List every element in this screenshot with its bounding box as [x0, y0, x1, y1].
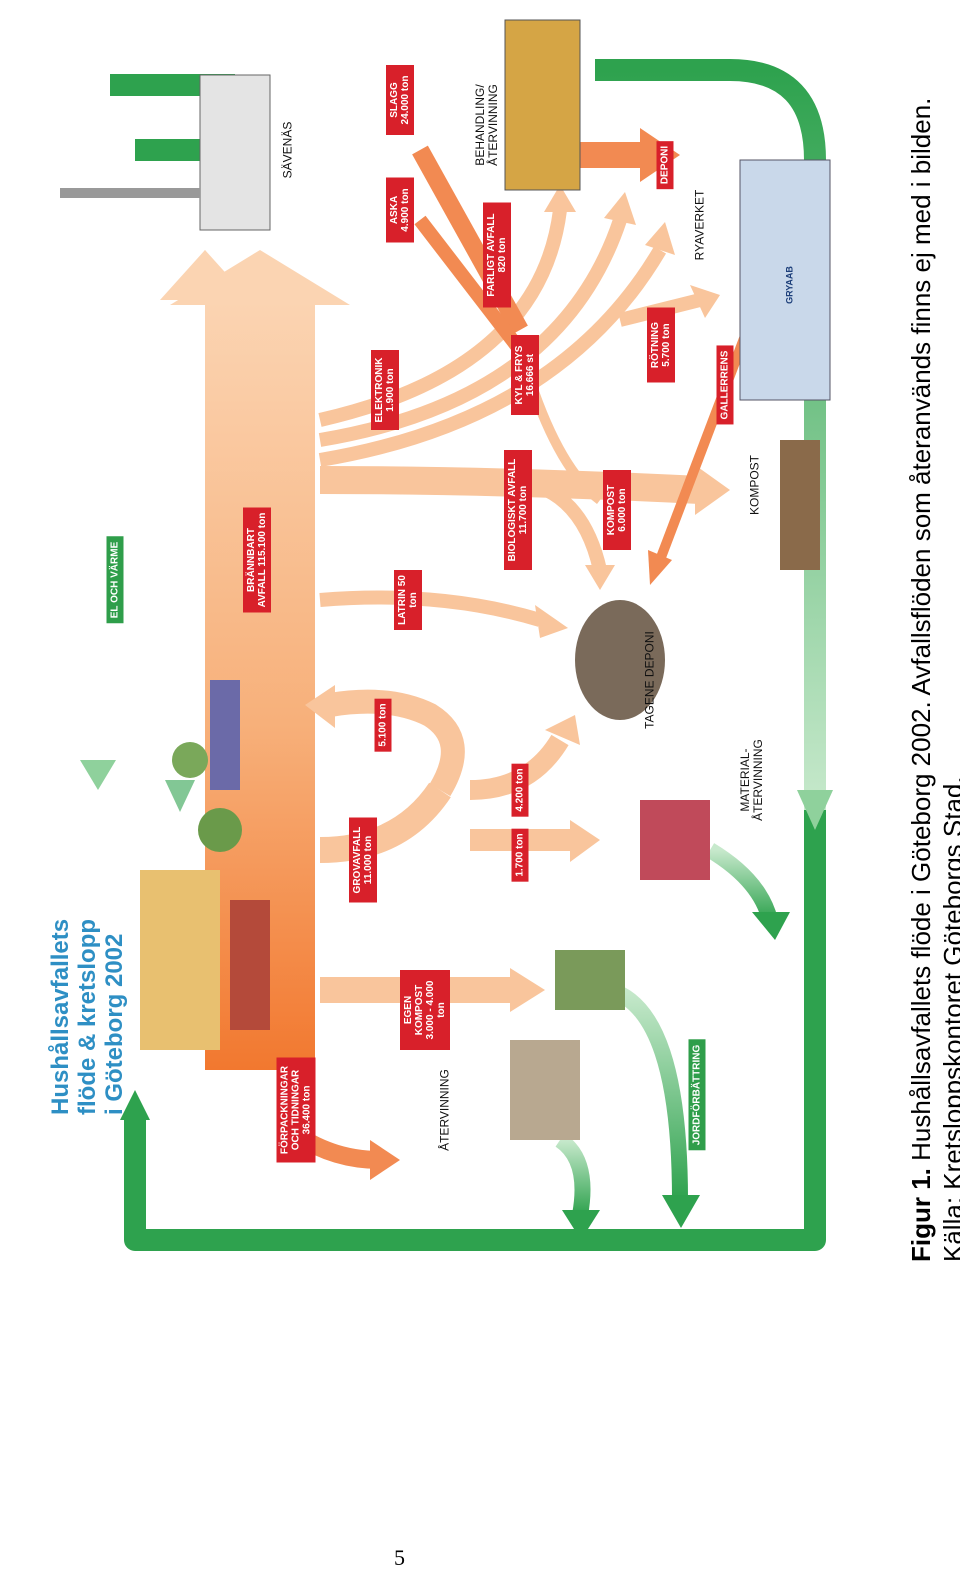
title-line-1: Hushållsavfallets — [47, 918, 74, 1115]
furniture-illustration — [640, 800, 710, 880]
caption-line2: Källa: Kretsloppskontoret Göteborgs Stad… — [938, 776, 960, 1262]
label-rotning: RÖTNING 5.700 ton — [647, 307, 675, 383]
behandling-plant-illustration — [504, 19, 581, 191]
label-biologiskt: BIOLOGISKT AVFALL 11.700 ton — [504, 450, 532, 570]
place-atervinning: ÅTERVINNING — [437, 1069, 452, 1151]
green-arrows — [555, 843, 790, 1240]
label-kompost-ton: KOMPOST 6.000 ton — [603, 470, 631, 550]
place-materialatervinning: MATERIAL- ÅTERVINNING — [738, 739, 765, 821]
place-tagene-deponi: TAGENE DEPONI — [642, 631, 657, 729]
ryaverket-plant-illustration — [739, 159, 831, 401]
kompost-bins-illustration — [780, 440, 820, 570]
label-egen-kompost: EGEN KOMPOST 3.000 - 4.000 ton — [400, 970, 450, 1050]
caption-figur: Figur 1. — [906, 1168, 936, 1262]
label-forpackningar: FÖRPACKNINGAR OCH TIDNINGAR 36.400 ton — [276, 1057, 316, 1163]
page-number: 5 — [394, 1545, 405, 1570]
label-grov-5100: 5.100 ton — [374, 698, 392, 752]
label-farligt: FARLIGT AVFALL 820 ton — [483, 202, 511, 308]
label-elektronik: ELEKTRONIK 1.900 ton — [371, 350, 399, 430]
savenas-plant-illustration — [60, 74, 271, 231]
label-jordforbattring: JORDFÖRBÄTTRING — [688, 1039, 706, 1151]
recycling-items-illustration — [510, 950, 625, 1140]
title-line-3: i Göteborg 2002 — [101, 933, 128, 1115]
deponi-heap-illustration — [575, 600, 665, 720]
place-savenas: SÄVENÄS — [280, 121, 295, 179]
title-line-2: flöde & kretslopp — [74, 918, 101, 1115]
buildings-illustration — [140, 680, 270, 1050]
label-latrin: LATRIN 50 ton — [394, 570, 422, 630]
place-kompost: KOMPOST — [747, 454, 762, 516]
place-behandling: BEHANDLING/ ÅTERVINNING — [473, 84, 500, 166]
label-aska: ASKA 4.900 ton — [386, 177, 414, 243]
place-gryaab: GRYAAB — [784, 266, 795, 304]
label-slagg: SLAGG 24.000 ton — [386, 65, 414, 135]
label-deponi: DEPONI — [656, 140, 674, 190]
caption-line1: Hushållsavfallets flöde i Göteborg 2002.… — [906, 97, 936, 1169]
label-grov-4200: 4.200 ton — [511, 763, 529, 817]
place-ryaverket: RYAVERKET — [692, 189, 707, 261]
label-grov-1700: 1.700 ton — [511, 828, 529, 882]
label-gallerrens: GALLERRENS — [716, 345, 734, 425]
label-el-och-varme: EL OCH VÄRME — [106, 536, 124, 624]
label-brannbart: BRÄNNBART AVFALL 115.100 ton — [243, 507, 271, 613]
label-grovavfall: GROVAVFALL 11.000 ton — [349, 817, 377, 903]
label-kyl-frys: KYL & FRYS 16.666 st — [511, 335, 539, 415]
